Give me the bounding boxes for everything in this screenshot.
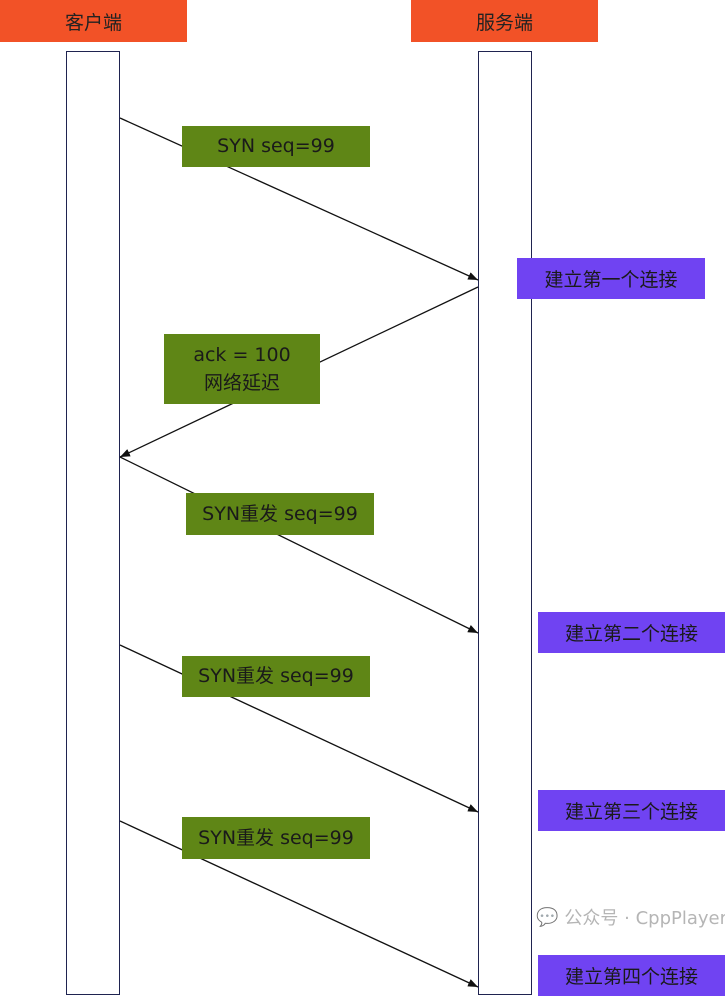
message-label: SYN seq=99 bbox=[182, 126, 370, 167]
message-text: SYN重发 seq=99 bbox=[198, 826, 354, 849]
arrow-syn-4 bbox=[119, 820, 479, 988]
connection-label: 建立第三个连接 bbox=[538, 790, 725, 831]
connection-text: 建立第四个连接 bbox=[564, 966, 698, 988]
message-text: SYN重发 seq=99 bbox=[198, 665, 354, 688]
connection-label: 建立第四个连接 bbox=[538, 955, 725, 996]
server-header: 服务端 bbox=[411, 0, 598, 42]
connection-label: 建立第二个连接 bbox=[538, 612, 725, 653]
message-label: SYN重发 seq=99 bbox=[186, 493, 374, 535]
connection-text: 建立第二个连接 bbox=[564, 623, 698, 645]
message-label: SYN重发 seq=99 bbox=[182, 817, 370, 859]
wechat-icon: 💬 bbox=[536, 906, 559, 928]
server-lifeline bbox=[478, 51, 532, 995]
message-text: 网络延迟 bbox=[203, 372, 280, 394]
watermark: 💬 公众号 · CppPlayer bbox=[536, 905, 725, 930]
message-label: SYN重发 seq=99 bbox=[182, 656, 370, 697]
client-lifeline bbox=[66, 51, 120, 995]
watermark-text: 公众号 · CppPlayer bbox=[564, 908, 725, 929]
connection-text: 建立第三个连接 bbox=[564, 801, 698, 823]
arrow-syn-1 bbox=[119, 117, 479, 281]
connection-label: 建立第一个连接 bbox=[517, 258, 705, 299]
arrow-syn-3 bbox=[119, 644, 479, 813]
message-text: ack = 100 bbox=[193, 343, 291, 366]
message-text: SYN seq=99 bbox=[217, 135, 335, 158]
server-title: 服务端 bbox=[475, 11, 533, 34]
client-title: 客户端 bbox=[64, 11, 122, 34]
message-label: ack = 100 网络延迟 bbox=[164, 334, 320, 404]
connection-text: 建立第一个连接 bbox=[544, 269, 678, 291]
arrow-syn-2 bbox=[119, 456, 479, 634]
message-text: SYN重发 seq=99 bbox=[202, 502, 358, 525]
client-header: 客户端 bbox=[0, 0, 187, 42]
